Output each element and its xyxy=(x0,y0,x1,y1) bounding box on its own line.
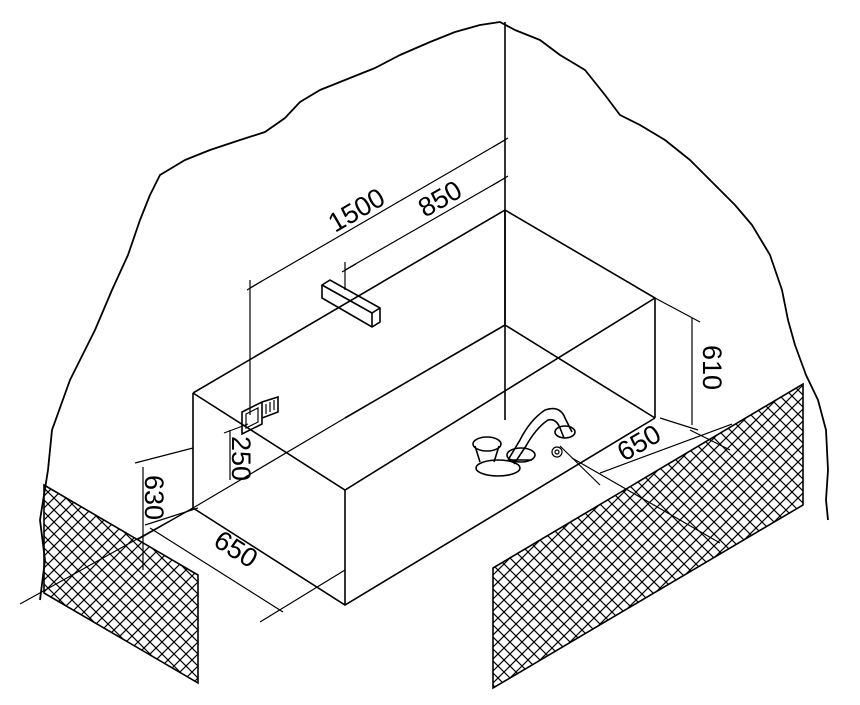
left-access-panel xyxy=(43,483,199,685)
right-access-panel xyxy=(492,382,804,690)
label-610: 610 xyxy=(697,345,727,390)
label-850: 850 xyxy=(413,175,467,224)
label-650-left: 650 xyxy=(209,525,263,574)
label-1500: 1500 xyxy=(323,182,390,238)
dimension-1500 xyxy=(246,137,509,415)
label-630: 630 xyxy=(139,475,169,520)
label-250: 250 xyxy=(226,436,256,481)
alcove-wall-outline xyxy=(39,21,829,601)
dimension-250 xyxy=(223,423,249,480)
bath-spout xyxy=(321,279,381,328)
deck-mixer xyxy=(472,407,576,477)
dimension-650-right xyxy=(559,423,733,544)
dimension-650-left xyxy=(19,507,346,623)
dimension-850 xyxy=(341,175,509,290)
dimension-610 xyxy=(654,297,701,431)
label-650-right: 650 xyxy=(612,419,666,468)
